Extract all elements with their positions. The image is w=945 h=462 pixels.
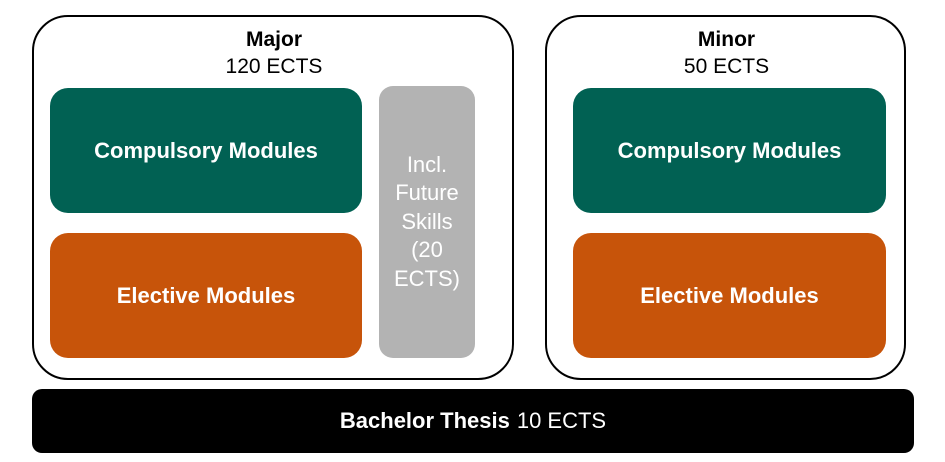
major-elective-modules: Elective Modules [50, 233, 362, 358]
minor-elective-modules: Elective Modules [573, 233, 886, 358]
thesis-title: Bachelor Thesis [339, 408, 510, 433]
future-skills-box: Incl. Future Skills (20 ECTS) [379, 86, 475, 358]
major-header: Major 120 ECTS [34, 26, 514, 81]
major-credits: 120 ECTS [225, 55, 323, 79]
minor-title: Minor [697, 28, 756, 51]
minor-compulsory-modules: Compulsory Modules [573, 88, 886, 213]
minor-credits: 50 ECTS [683, 55, 770, 79]
bachelor-thesis-bar: Bachelor Thesis 10 ECTS [32, 389, 914, 453]
thesis-credits: 10 ECTS [516, 408, 607, 433]
minor-header: Minor 50 ECTS [547, 26, 906, 81]
major-elective-label: Elective Modules [116, 282, 296, 308]
major-compulsory-modules: Compulsory Modules [50, 88, 362, 213]
minor-compulsory-label: Compulsory Modules [617, 137, 842, 163]
major-compulsory-label: Compulsory Modules [94, 137, 318, 163]
major-title: Major [245, 28, 302, 51]
future-skills-label: Incl. Future Skills (20 ECTS) [394, 151, 460, 291]
minor-elective-label: Elective Modules [640, 282, 819, 308]
